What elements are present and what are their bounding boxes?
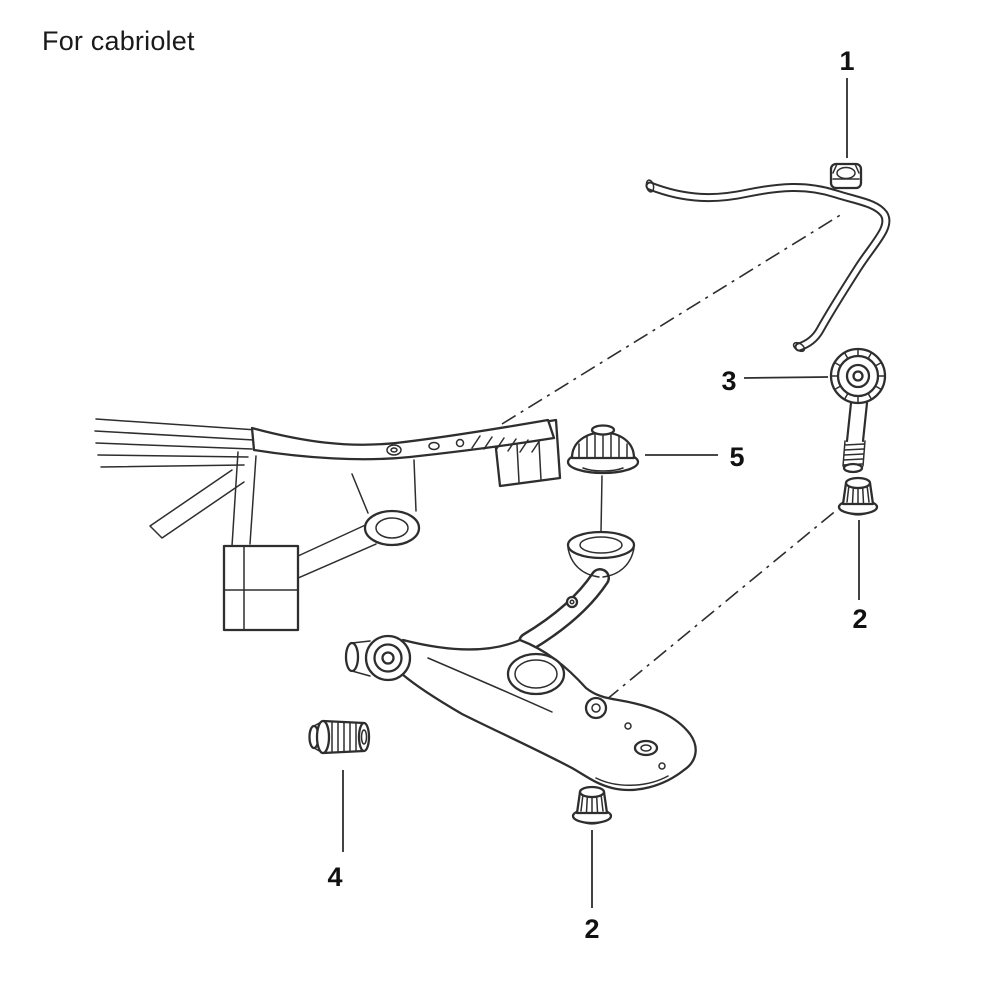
callout-item-5: 5 xyxy=(729,442,744,472)
callout-item-1: 1 xyxy=(839,46,854,76)
callout-item-4: 4 xyxy=(327,862,342,892)
control-arm-bushing-item-5 xyxy=(566,424,640,475)
pivot-bushing-item-4 xyxy=(308,719,371,755)
callout-item-2-bottom: 2 xyxy=(584,914,599,944)
bushing-seat-line xyxy=(600,475,603,533)
link-bushing-item-3 xyxy=(829,347,887,405)
alignment-line-arm-to-link xyxy=(605,503,845,701)
flanged-nut-item-2-bottom xyxy=(571,785,613,826)
front-pivot-eye xyxy=(344,634,412,682)
stabilizer-bar xyxy=(645,179,886,353)
alignment-line-subframe-to-stabilizer xyxy=(501,213,843,425)
page-title: For cabriolet xyxy=(42,26,195,56)
leader-item-3 xyxy=(743,376,829,379)
flanged-nut-item-2-right xyxy=(837,476,879,517)
callout-item-3: 3 xyxy=(721,366,736,396)
link-stud xyxy=(842,401,869,474)
rear-bushing-seat xyxy=(566,530,636,578)
leader-lines xyxy=(342,78,860,908)
lower-control-arm xyxy=(344,530,697,792)
subframe-crossmember xyxy=(94,418,562,632)
callout-item-2-right: 2 xyxy=(852,604,867,634)
stabilizer-clamp-nut-item-1 xyxy=(829,162,863,190)
